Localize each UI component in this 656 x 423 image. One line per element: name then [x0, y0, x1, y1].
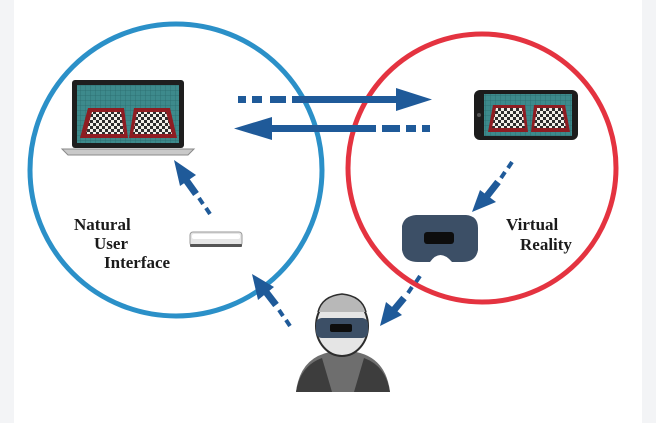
vr-label-line2: Reality [520, 235, 572, 254]
arrow-sensor-to-laptop [174, 160, 212, 216]
arrow-user-to-nui [252, 274, 292, 328]
arrow-nui-to-vr [238, 88, 432, 111]
motion-sensor-icon [189, 231, 243, 247]
arrow-phone-to-headset [472, 160, 514, 212]
user-with-vr-headset-icon [296, 293, 390, 392]
arrow-headset-to-user [380, 274, 422, 326]
smartphone-icon [474, 90, 578, 140]
vr-label-line1: Virtual [506, 215, 559, 234]
nui-label-line1: Natural [74, 215, 131, 234]
laptop-icon [60, 80, 196, 156]
nui-circle [27, 21, 325, 319]
vr-headset-icon [402, 215, 478, 262]
arrow-vr-to-nui [234, 117, 430, 140]
nui-label-line3: Interface [104, 253, 171, 272]
nui-label-line2: User [94, 234, 128, 253]
vr-circle [345, 31, 619, 305]
